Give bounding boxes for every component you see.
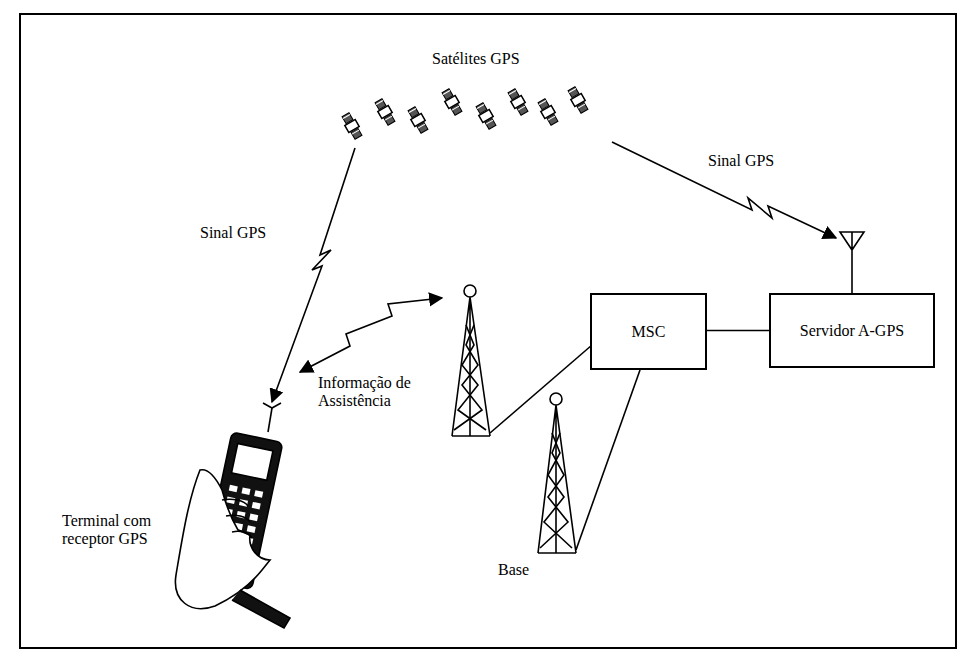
- link-line: [707, 330, 769, 332]
- gps-signal-right: [612, 142, 836, 238]
- switching-center-box: MSC: [590, 293, 707, 370]
- tower-label: Base: [498, 561, 529, 579]
- terminal-label: Terminal com receptor GPS: [62, 512, 172, 549]
- box-label: Servidor A-GPS: [794, 322, 910, 340]
- antenna-symbol: [840, 232, 864, 293]
- base-tower: [452, 285, 490, 436]
- gps-signal-left: [272, 148, 355, 402]
- frame: [20, 14, 956, 648]
- box-label: MSC: [626, 323, 672, 341]
- signal-label: Satélites GPS: [432, 50, 520, 68]
- signal-label: Sinal GPS: [200, 224, 266, 242]
- satellites: [340, 86, 589, 141]
- assistance-signal: [300, 298, 442, 372]
- signal-label: Informação de Assistência: [318, 374, 430, 411]
- phone-in-hand: [175, 403, 290, 628]
- server-box: Servidor A-GPS: [769, 293, 935, 368]
- signal-label: Sinal GPS: [708, 152, 774, 170]
- backhaul-link: [576, 370, 640, 550]
- backhaul-link: [490, 345, 592, 433]
- base-tower: [538, 393, 576, 553]
